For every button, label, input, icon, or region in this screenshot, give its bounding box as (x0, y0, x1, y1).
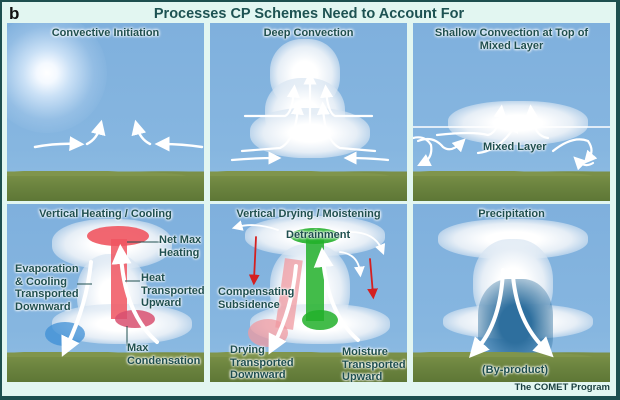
cloud (448, 101, 588, 145)
drying-moistening-arrows-icon (231, 220, 386, 355)
figure-title: Processes CP Schemes Need to Account For (153, 6, 465, 22)
annotation-line: Downward (230, 369, 286, 381)
figure-label: b (9, 4, 20, 23)
panel-deep-convection: Deep Convection (210, 23, 407, 201)
net-max-heating-region (87, 226, 149, 246)
figure-frame: b Processes CP Schemes Need to Account F… (2, 2, 616, 396)
panel-title: Shallow Convection at Top of Mixed Layer (413, 27, 610, 53)
mixed-layer-arrows-icon (413, 104, 610, 171)
panel-vertical-heating-cooling: Vertical Heating / Cooling Net Max Heati… (7, 204, 204, 382)
moistening-base (302, 310, 338, 330)
panel-title-line-1: Shallow Convection at Top of (434, 27, 589, 39)
annotation-line: Max (127, 342, 149, 354)
inflow-arrows-icon (33, 119, 204, 152)
annotation-line: Transported (230, 356, 294, 369)
ground (210, 170, 407, 201)
ground (413, 170, 610, 201)
panel-title: Vertical Drying / Moistening (236, 208, 381, 220)
precipitation-arrows-icon (469, 268, 554, 358)
annotation-drying-transported-downward: Drying Transported Downward (230, 344, 294, 382)
annotation-net-max-heating: Net Max Heating (159, 234, 201, 259)
annotation-evaporation-cooling: Evaporation & Cooling Transported Downwa… (15, 263, 79, 313)
ground (210, 351, 407, 382)
panel-precipitation: Precipitation (By-product) (413, 204, 610, 382)
annotation-line: Downward (15, 300, 71, 313)
annotation-line: Transported (141, 284, 204, 297)
annotation-line: Condensation (127, 354, 201, 367)
ground (7, 170, 204, 201)
panel-convective-initiation: Convective Initiation (7, 23, 204, 201)
panel-title: Vertical Heating / Cooling (39, 208, 172, 220)
annotation-line: Transported (342, 358, 406, 371)
annotation-line: Heating (159, 246, 200, 259)
annotation-line: Net Max (159, 234, 202, 246)
annotation-by-product: (By-product) (482, 364, 548, 376)
annotation-mixed-layer: Mixed Layer (483, 141, 547, 153)
max-condensation-region (115, 310, 155, 328)
annotation-moisture-transported-upward: Moisture Transported Upward (342, 346, 406, 382)
annotation-line: Subsidence (218, 298, 280, 311)
annotation-line: Upward (141, 297, 182, 309)
panel-title: Convective Initiation (51, 27, 160, 39)
annotation-line: Compensating (218, 286, 295, 298)
heating-cooling-arrows-icon (61, 241, 162, 357)
annotation-compensating-subsidence: Compensating Subsidence (218, 286, 294, 311)
annotation-line: Evaporation (15, 263, 79, 275)
panel-shallow-convection: Shallow Convection at Top of Mixed Layer… (413, 23, 610, 201)
panel-title: Precipitation (478, 208, 545, 220)
annotation-line: Drying (230, 344, 265, 356)
annotation-max-condensation: Max Condensation (127, 342, 200, 367)
updraft-arrows-icon (230, 71, 390, 165)
ground (7, 351, 204, 382)
ground (413, 351, 610, 382)
panel-vertical-drying-moistening: Vertical Drying / Moistening Detrainment… (210, 204, 407, 382)
annotation-line: & Cooling (15, 275, 67, 288)
annotation-line: Heat (141, 272, 165, 284)
credit-text: The COMET Program (514, 382, 610, 393)
annotation-line: Transported (15, 288, 79, 300)
annotation-detrainment: Detrainment (286, 229, 351, 241)
annotation-line: Upward (342, 371, 383, 382)
annotation-heat-transported-upward: Heat Transported Upward (141, 272, 204, 310)
panel-title: Deep Convection (263, 27, 354, 39)
annotation-line: Moisture (342, 346, 388, 358)
panel-title-line-2: Mixed Layer (479, 40, 544, 52)
